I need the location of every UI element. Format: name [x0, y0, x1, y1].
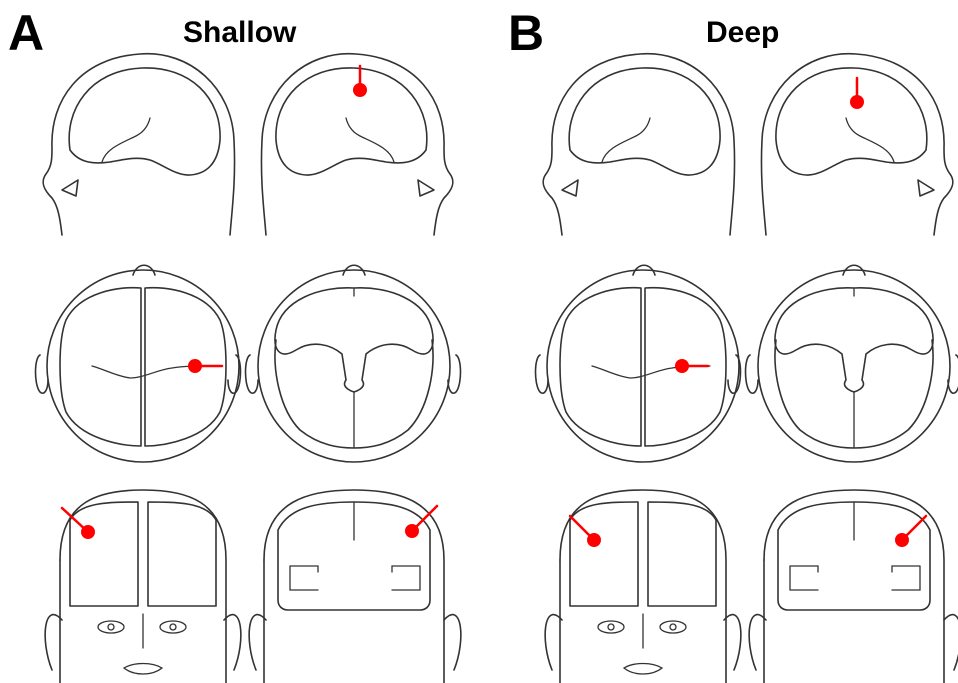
panel-title-b: Deep	[706, 16, 779, 49]
dipole-source	[353, 66, 367, 97]
head-left-lateral-view	[543, 54, 734, 235]
panel-a: A Shallow	[8, 5, 461, 683]
panel-letter-a: A	[8, 5, 44, 61]
dipole-source	[895, 516, 926, 547]
head-top-view	[36, 265, 241, 462]
panel-letter-b: B	[508, 5, 544, 61]
head-top-view	[536, 265, 741, 462]
head-left-lateral-view	[43, 54, 234, 235]
dipole-source	[850, 78, 864, 109]
head-bottom-view	[246, 265, 461, 462]
head-back-view	[749, 490, 958, 683]
head-back-view	[249, 490, 461, 683]
dipole-source	[188, 359, 222, 373]
panel-b: B Deep	[508, 5, 958, 683]
head-right-lateral-view	[261, 54, 452, 235]
panel-title-a: Shallow	[183, 16, 297, 49]
dipole-source	[570, 516, 601, 547]
head-bottom-view	[746, 265, 958, 462]
dipole-source	[675, 359, 708, 373]
